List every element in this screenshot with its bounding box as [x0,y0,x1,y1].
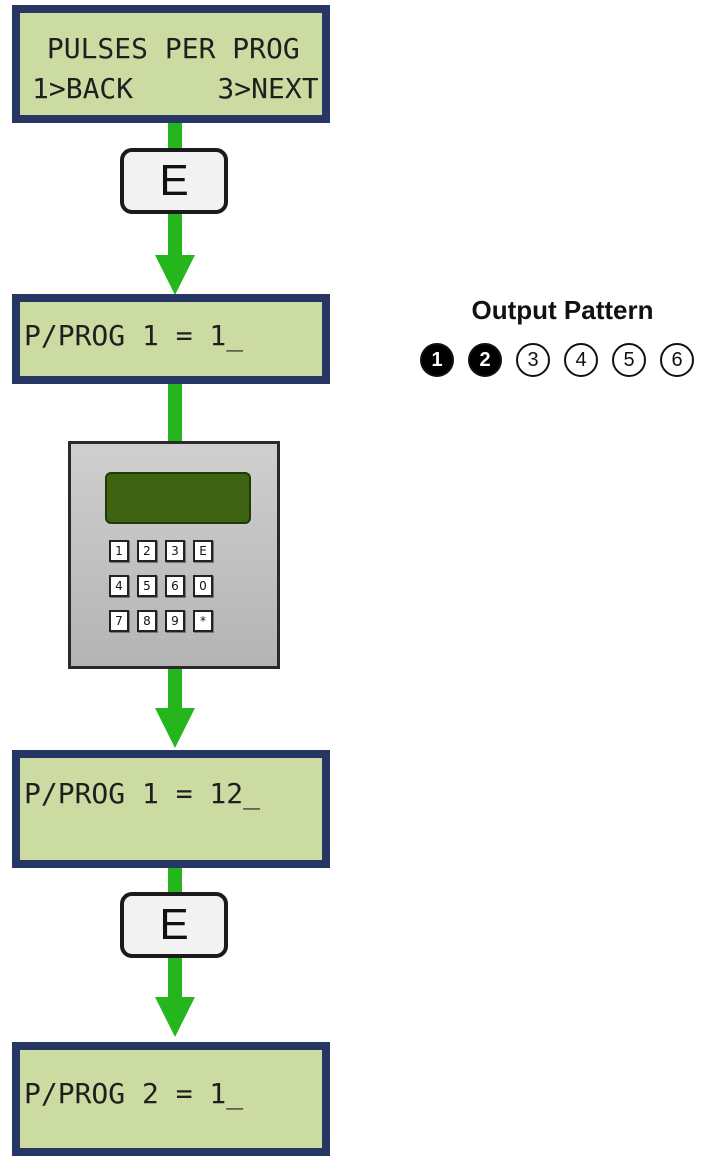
connector-line [168,866,182,896]
keypad-key-8[interactable]: 8 [137,610,157,632]
down-arrow-icon [155,255,195,295]
connector-line [168,122,182,152]
keypad-key-0[interactable]: 0 [193,575,213,597]
lcd-line-1: P/PROG 1 = 1_ [24,319,244,352]
lcd-display-pprog-2-entry: P/PROG 2 = 1_ [12,1042,330,1156]
connector-line [168,382,182,442]
output-5-indicator: 5 [612,343,646,377]
lcd-display-pprog-1-entry: P/PROG 1 = 1_ [12,294,330,384]
keypad-key-7[interactable]: 7 [109,610,129,632]
lcd-line-1: PULSES PER PROG [30,32,300,65]
output-4-indicator: 4 [564,343,598,377]
keypad-key-star[interactable]: * [193,610,213,632]
keypad-key-1[interactable]: 1 [109,540,129,562]
output-3-indicator: 3 [516,343,550,377]
lcd-line-1: P/PROG 2 = 1_ [24,1077,244,1110]
enter-key[interactable]: E [120,892,228,958]
output-6-indicator: 6 [660,343,694,377]
keypad-key-2[interactable]: 2 [137,540,157,562]
keypad-key-6[interactable]: 6 [165,575,185,597]
keypad-key-5[interactable]: 5 [137,575,157,597]
down-arrow-icon [155,997,195,1037]
keypad-key-E[interactable]: E [193,540,213,562]
lcd-display-pulses-per-prog: PULSES PER PROG 1>BACK 3>NEXT [12,5,330,123]
output-pattern-title: Output Pattern [471,295,654,325]
connector-line [168,958,182,1000]
lcd-line-2: 1>BACK 3>NEXT [32,72,319,105]
connector-line [168,668,182,710]
keypad-screen [105,472,251,524]
lcd-display-pprog-1-value: P/PROG 1 = 12_ [12,750,330,868]
output-1-indicator: 1 [420,343,454,377]
down-arrow-icon [155,708,195,748]
keypad-key-3[interactable]: 3 [165,540,185,562]
output-2-indicator: 2 [468,343,502,377]
keypad-key-4[interactable]: 4 [109,575,129,597]
connector-line [168,212,182,262]
keypad-key-9[interactable]: 9 [165,610,185,632]
lcd-line-1: P/PROG 1 = 12_ [24,777,261,810]
enter-key[interactable]: E [120,148,228,214]
